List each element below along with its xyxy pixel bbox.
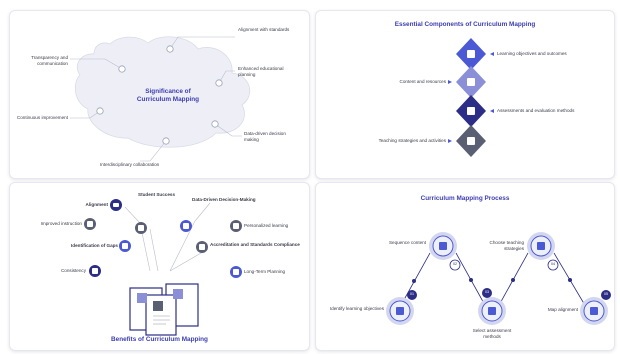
component-assessments: Assessments and evaluation methods <box>497 108 575 113</box>
point-interdisciplinary: Interdisciplinary collaboration <box>100 162 160 167</box>
benefit-personalized: Personalized learning <box>244 223 289 228</box>
node-enhanced <box>215 79 223 87</box>
cloud-diagram <box>70 36 251 162</box>
process-title: Curriculum Mapping Process <box>420 195 510 202</box>
step-3-label: Select assessment methods <box>472 328 512 339</box>
point-enhanced-planning: Enhanced educational planning <box>238 66 284 77</box>
step-4-label: Choose teaching strategies <box>489 240 524 251</box>
step-5-node <box>580 290 611 325</box>
benefit-long-term: Long-Term Planning <box>244 269 286 274</box>
node-data-driven <box>211 120 219 128</box>
node-transparency <box>118 65 126 73</box>
significance-panel: Significance of Curriculum Mapping Align… <box>9 10 310 179</box>
benefit-identification-gaps: Identification of Gaps <box>71 243 118 248</box>
step-1-label: Identify learning objectives <box>329 306 384 311</box>
step-3-node <box>478 288 506 325</box>
step-1-number: 01 <box>410 292 414 296</box>
step-1-node <box>386 290 417 325</box>
benefits-title: Benefits of Curriculum Mapping <box>111 336 208 343</box>
benefit-improved-instruction: Improved instruction <box>40 221 82 226</box>
step-4-number: 04 <box>551 262 555 266</box>
node-alignment <box>166 45 174 53</box>
step-4-node <box>527 232 559 271</box>
significance-title: Significance of Curriculum Mapping <box>136 88 200 103</box>
components-panel: Essential Components of Curriculum Mappi… <box>315 10 615 179</box>
component-content-resources: Content and resources <box>399 79 446 84</box>
components-title: Essential Components of Curriculum Mappi… <box>394 21 536 28</box>
node-continuous <box>96 107 104 115</box>
diamond-stack <box>448 38 494 157</box>
point-transparency: Transparency and communication <box>31 55 68 66</box>
benefit-data-driven: Data-Driven Decision-Making <box>192 197 256 202</box>
benefits-diagram <box>84 199 242 336</box>
step-5-number: 05 <box>604 292 608 296</box>
point-continuous: Continuous improvement <box>16 115 68 120</box>
benefit-accreditation: Accreditation and Standards Compliance <box>210 242 300 247</box>
process-flow <box>386 232 611 325</box>
step-5-label: Map alignment <box>547 307 578 312</box>
benefit-consistency: Consistency <box>60 268 86 273</box>
step-2-number: 02 <box>453 262 457 266</box>
point-data-driven: Data-driven decision making <box>244 131 286 142</box>
benefit-alignment: Alignment <box>85 202 108 207</box>
benefits-panel: Alignment Improved instruction Identific… <box>9 182 310 351</box>
step-2-node <box>429 232 461 271</box>
step-3-number: 03 <box>485 290 489 294</box>
benefit-student-success: Student Success <box>138 192 176 197</box>
point-alignment: Alignment with standards <box>238 27 290 32</box>
process-panel: Curriculum Mapping Process <box>315 182 615 351</box>
component-learning-objectives: Learning objectives and outcomes <box>497 51 567 56</box>
documents-illustration <box>129 283 199 336</box>
component-teaching-strategies: Teaching strategies and activities <box>378 138 446 143</box>
node-interdisciplinary <box>162 137 170 145</box>
step-2-label: Sequence content <box>388 240 426 245</box>
